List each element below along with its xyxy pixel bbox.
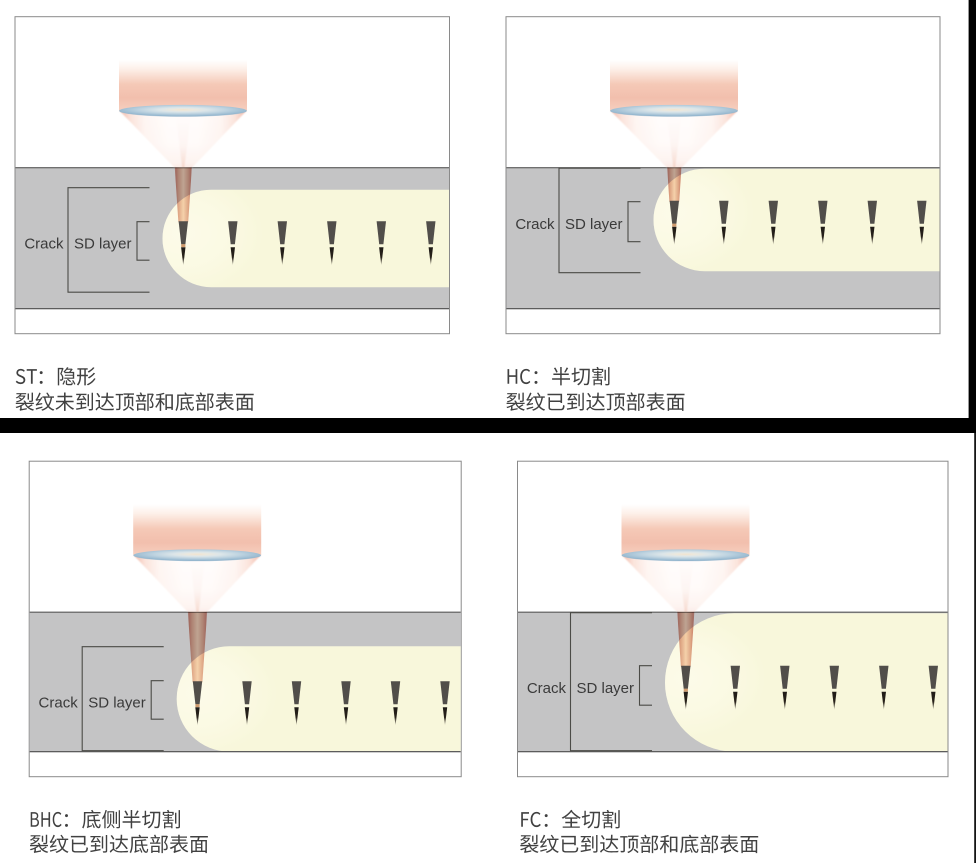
svg-text:Crack: Crack — [527, 680, 567, 697]
svg-text:Crack: Crack — [515, 216, 555, 233]
svg-text:Crack: Crack — [39, 694, 79, 711]
svg-text:SD layer: SD layer — [565, 216, 623, 233]
svg-text:SD layer: SD layer — [88, 694, 146, 711]
svg-text:Crack: Crack — [24, 235, 64, 252]
svg-text:SD layer: SD layer — [577, 680, 635, 697]
svg-text:SD layer: SD layer — [74, 235, 132, 252]
